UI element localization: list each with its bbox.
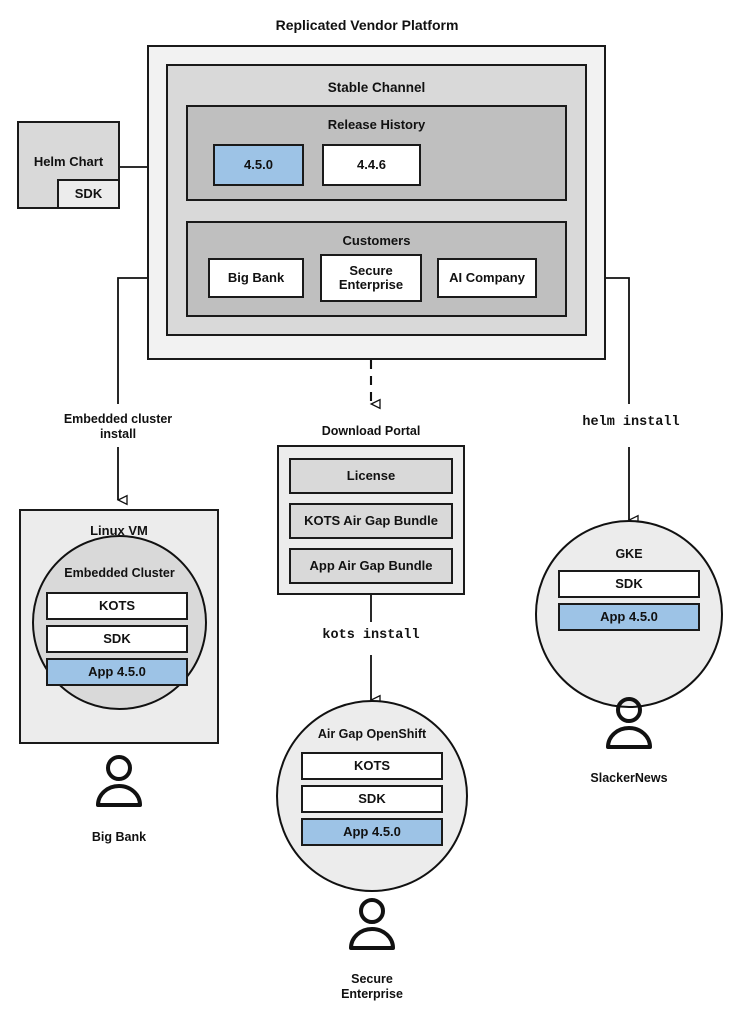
embedded-cluster-label: Embedded Cluster — [64, 566, 175, 580]
openshift-component-kots[interactable]: KOTS — [301, 752, 443, 780]
openshift-component-app[interactable]: App 4.5.0 — [301, 818, 443, 846]
helm-chart-label: Helm Chart — [33, 154, 104, 169]
edge-label-helm-install: helm install — [582, 415, 680, 430]
customer-ai-company[interactable]: AI Company — [437, 258, 537, 298]
stable-channel-label: Stable Channel — [327, 80, 426, 95]
openshift-component-sdk[interactable]: SDK — [301, 785, 443, 813]
portal-item-app-airgap-bundle[interactable]: App Air Gap Bundle — [289, 548, 453, 584]
helm-chart-sdk-box[interactable]: SDK — [57, 179, 120, 209]
gke-component-sdk[interactable]: SDK — [558, 570, 700, 598]
portal-item-kots-airgap-bundle[interactable]: KOTS Air Gap Bundle — [289, 503, 453, 539]
airgap-openshift-label: Air Gap OpenShift — [317, 727, 427, 741]
linuxvm-component-kots[interactable]: KOTS — [46, 592, 188, 620]
owner-label-big-bank: Big Bank — [91, 830, 147, 844]
portal-item-license[interactable]: License — [289, 458, 453, 494]
gke-component-app[interactable]: App 4.5.0 — [558, 603, 700, 631]
page-title: Replicated Vendor Platform — [275, 17, 459, 33]
customer-big-bank[interactable]: Big Bank — [208, 258, 304, 298]
download-portal-label: Download Portal — [321, 424, 421, 438]
person-icon-big-bank — [90, 755, 148, 807]
owner-label-secure-enterprise: Secure Enterprise — [341, 972, 403, 1002]
release-chip-4-5-0[interactable]: 4.5.0 — [213, 144, 304, 186]
person-icon-secure-enterprise — [343, 898, 401, 950]
owner-label-slackernews: SlackerNews — [590, 771, 668, 785]
customers-label: Customers — [342, 233, 411, 248]
edge-label-embedded-cluster-install: Embedded cluster install — [63, 412, 173, 442]
linuxvm-component-app[interactable]: App 4.5.0 — [46, 658, 188, 686]
customer-secure-enterprise[interactable]: Secure Enterprise — [320, 254, 422, 302]
person-icon-slackernews — [600, 697, 658, 749]
edge-label-kots-install: kots install — [322, 628, 420, 643]
release-history-label: Release History — [327, 117, 426, 132]
linuxvm-component-sdk[interactable]: SDK — [46, 625, 188, 653]
linux-vm-label: Linux VM — [90, 523, 148, 538]
gke-label: GKE — [615, 547, 643, 561]
release-chip-4-4-6[interactable]: 4.4.6 — [322, 144, 421, 186]
